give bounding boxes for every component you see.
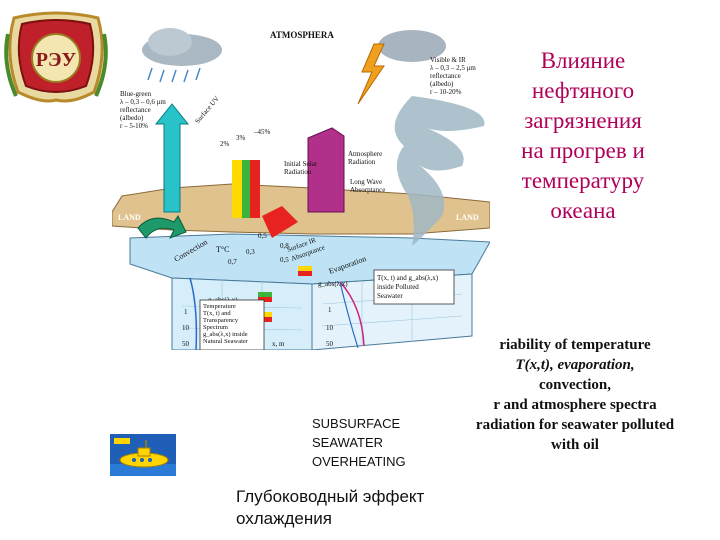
blue-green-line-2: λ – 0,3 – 0,6 μm [120, 98, 166, 106]
subsurface-line-3: OVERHEATING [312, 454, 406, 469]
value-label-2: 0,3 [246, 248, 255, 256]
visible-ir-line-1: Visible & IR [430, 56, 466, 64]
slide-title: Влияние нефтяного загрязнения на прогрев… [488, 46, 678, 226]
visible-ir-line-5: r – 10-20% [430, 88, 462, 96]
depth-tick-1: 1 [184, 308, 188, 316]
lightning-icon [357, 43, 385, 105]
depth-tick-2: 10 [182, 324, 190, 332]
land-label-left: LAND [118, 213, 141, 222]
oil-box-line-1: T(x, t) and g_abs(λ,x) [377, 274, 439, 282]
ocean-heating-diagram: ATMOSPHERA Visible & IR λ – 0,3 – 2,5 μm… [112, 16, 490, 350]
depth-tick-5: 10 [326, 324, 334, 332]
land-label-right: LAND [456, 213, 479, 222]
legend-line-5: g_abs(λ,x) inside [203, 331, 248, 338]
title-line-4: на прогрев и [521, 138, 645, 163]
description-line-4: r and atmosphere spectra [493, 397, 657, 413]
initial-solar-line-1: Initial Solar [284, 160, 318, 168]
visible-ir-line-4: (albedo) [430, 80, 454, 88]
subsurface-line-1: SUBSURFACE [312, 416, 401, 431]
value-label-5: 0,7 [228, 258, 237, 266]
description-line-1: riability of temperature [499, 337, 651, 353]
blue-green-line-5: r – 5-10% [120, 122, 148, 130]
subsurface-line-2: SEAWATER [312, 435, 384, 450]
tc-label: T°C [216, 245, 229, 254]
variability-description: riability of temperature T(x,t), evapora… [430, 335, 720, 455]
caption-line-2: охлаждения [236, 509, 332, 528]
title-line-2: нефтяного [531, 78, 635, 103]
blue-green-line-1: Blue-green [120, 90, 152, 98]
legend-line-4: Spectrum [203, 324, 228, 331]
description-line-3: convection, [538, 377, 612, 393]
description-line-2: T(x,t), evaporation, [515, 357, 635, 373]
long-wave-line-2: Absorptance [350, 186, 385, 194]
depth-tick-4: 1 [328, 306, 332, 314]
legend-line-2: T(x, t) and [203, 310, 231, 317]
visible-ir-line-2: λ – 0,3 – 2,5 μm [430, 64, 476, 72]
pct-label-2: 3% [236, 134, 246, 142]
blue-green-line-3: reflectance [120, 106, 151, 114]
depth-tick-6: 50 [326, 340, 334, 348]
blue-green-line-4: (albedo) [120, 114, 144, 122]
value-label-3: 0,8 [280, 242, 289, 250]
atm-radiation-line-2: Radiation [348, 158, 376, 166]
visible-ir-line-3: reflectance [430, 72, 461, 80]
title-line-1: Влияние [540, 48, 626, 73]
long-wave-line-1: Long Wave [350, 178, 382, 186]
atm-radiation-line-1: Atmosphere [348, 150, 382, 158]
oil-box-line-3: Seawater [377, 292, 403, 300]
emblem-monogram: РЭУ [36, 49, 77, 71]
oil-box-line-2: inside Polluted [377, 283, 419, 291]
caption-line-1: Глубоководный эффект [236, 487, 425, 506]
title-line-6: океана [550, 198, 616, 223]
initial-solar-line-2: Radiation [284, 168, 312, 176]
depth-tick-3: 50 [182, 340, 190, 348]
description-line-5: radiation for seawater polluted [475, 417, 675, 433]
g-oil-label: g_abs(λ,x) [318, 280, 348, 288]
title-line-3: загрязнения [524, 108, 642, 133]
bottom-caption: Глубоководный эффект охлаждения [236, 486, 424, 530]
title-line-5: температуру [521, 168, 645, 193]
legend-line-1: Temperature [203, 303, 236, 310]
legend-line-3: Transparency [203, 317, 239, 324]
x-axis-label: x, m [272, 340, 285, 348]
atmosphere-label: ATMOSPHERA [270, 30, 334, 40]
submarine-icon [110, 434, 176, 476]
pct-label-3: –45% [253, 128, 271, 136]
tornado-icon [394, 96, 485, 246]
pct-label-1: 2% [220, 140, 230, 148]
university-emblem: РЭУ [2, 4, 110, 106]
value-label-1: 0,5 [258, 232, 267, 240]
value-label-4: 0,5 [280, 256, 289, 264]
description-line-6: with oil [551, 437, 599, 453]
subsurface-label: SUBSURFACE SEAWATER OVERHEATING [312, 414, 406, 471]
legend-line-6: Natural Seawater [203, 338, 249, 345]
